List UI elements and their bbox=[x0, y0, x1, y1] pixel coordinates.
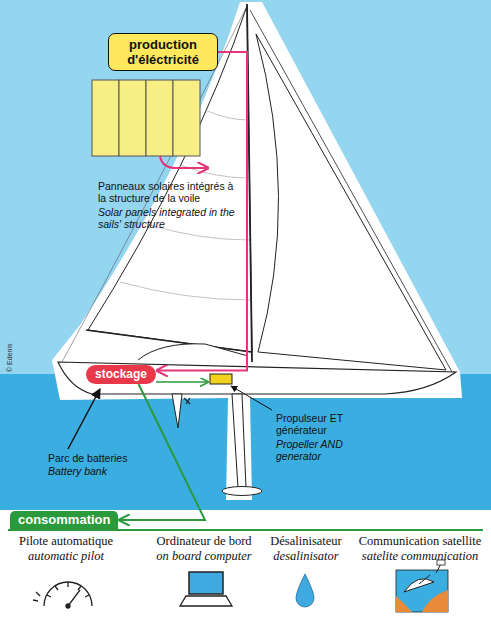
battery-leader bbox=[68, 389, 100, 449]
storage-pill: stockage bbox=[86, 365, 156, 384]
battery-caption-en: Battery bank bbox=[48, 465, 158, 477]
consumer-name-en: satelite communication bbox=[352, 549, 488, 563]
cabin bbox=[138, 344, 248, 360]
autopilot-gauge-icon bbox=[33, 582, 92, 608]
mainsail bbox=[88, 6, 252, 352]
consumer-name-en: automatic pilot bbox=[5, 549, 127, 563]
propeller bbox=[184, 398, 190, 404]
generator bbox=[210, 374, 232, 384]
generator-leader bbox=[231, 386, 272, 410]
panel-caption: Panneaux solaires intégrés à la structur… bbox=[98, 180, 238, 204]
consumer-name-en: on board computer bbox=[140, 549, 268, 563]
consumption-arrow bbox=[119, 384, 205, 520]
production-box: production d'éléctricité bbox=[108, 33, 218, 71]
generator-caption: Propulseur ET générateur bbox=[276, 412, 358, 436]
bottom-ground bbox=[0, 510, 491, 618]
hull bbox=[58, 362, 456, 394]
keel-bulb bbox=[222, 487, 262, 496]
boat-halo bbox=[52, 2, 462, 500]
panel-caption-en: Solar panels integrated in the sails' st… bbox=[98, 206, 238, 230]
consumer-name-en: desalinisator bbox=[262, 549, 350, 563]
solar-panels bbox=[92, 80, 200, 156]
copyright-watermark: © Edenis bbox=[6, 343, 14, 372]
node-text: production d'éléctricité bbox=[113, 37, 213, 67]
generator-flow bbox=[156, 381, 208, 383]
consumption-rule bbox=[8, 529, 483, 531]
satellite-icon bbox=[396, 560, 448, 612]
keel bbox=[232, 394, 246, 488]
panel-wire bbox=[160, 156, 208, 168]
consumer-name: Pilote automatique bbox=[5, 534, 127, 548]
generator-caption-en: Propeller AND generator bbox=[276, 438, 358, 462]
water-drop-icon bbox=[296, 574, 314, 607]
rudder bbox=[172, 394, 182, 428]
consumption-tab: consommation bbox=[10, 511, 118, 529]
battery-caption: Parc de batteries bbox=[48, 452, 158, 464]
forestay bbox=[250, 10, 452, 372]
laptop-icon bbox=[180, 572, 232, 606]
jib bbox=[256, 34, 446, 370]
consumer-name: Ordinateur de bord bbox=[140, 534, 268, 548]
node-text: stockage bbox=[95, 367, 147, 382]
node-text: consommation bbox=[18, 512, 110, 528]
backstay bbox=[62, 6, 247, 362]
consumer-name: Désalinisateur bbox=[262, 534, 350, 548]
consumer-name: Communication satellite bbox=[352, 534, 488, 548]
